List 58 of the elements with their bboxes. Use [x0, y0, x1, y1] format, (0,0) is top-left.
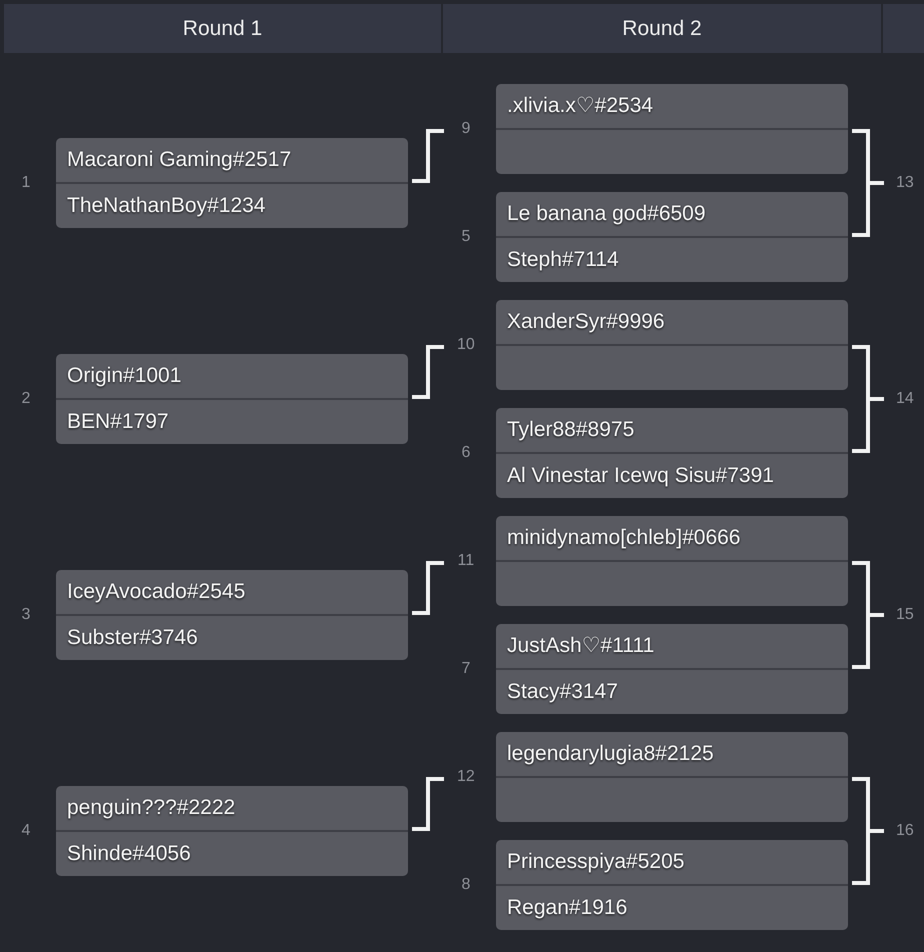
match-card [56, 570, 408, 660]
match-number: 4 [22, 822, 30, 840]
match-number: 14 [896, 390, 914, 408]
match-card [496, 624, 848, 714]
player-name: XanderSyr#9996 [507, 310, 665, 334]
match-number: 13 [896, 174, 914, 192]
match-number: 6 [462, 444, 470, 462]
player-name: legendarylugia8#2125 [507, 742, 714, 766]
match-number: 15 [896, 606, 914, 624]
match-card [56, 138, 408, 228]
match-number: 1 [22, 174, 30, 192]
player-name: penguin???#2222 [67, 796, 236, 820]
player-name: TheNathanBoy#1234 [67, 194, 266, 218]
player-name: Macaroni Gaming#2517 [67, 148, 292, 172]
match-number: 8 [462, 876, 470, 894]
player-name: Tyler88#8975 [507, 418, 634, 442]
match-number: 12 [457, 768, 475, 786]
match-card [496, 300, 848, 390]
player-name: Al Vinestar Icewq Sisu#7391 [507, 464, 774, 488]
match-card [496, 84, 848, 174]
player-name: IceyAvocado#2545 [67, 580, 246, 604]
match-number: 16 [896, 822, 914, 840]
bracket-line [850, 129, 886, 237]
player-name: Regan#1916 [507, 896, 628, 920]
player-name: BEN#1797 [67, 410, 169, 434]
match-number: 10 [457, 336, 475, 354]
player-name: Stacy#3147 [507, 680, 618, 704]
player-name: Origin#1001 [67, 364, 182, 388]
bracket-line [412, 777, 444, 831]
match-number: 5 [462, 228, 470, 246]
player-name: JustAsh♡#1111 [507, 634, 654, 658]
match-number: 2 [22, 390, 30, 408]
match-number: 11 [458, 552, 474, 570]
match-card [496, 516, 848, 606]
match-card [56, 354, 408, 444]
bracket-line [850, 345, 886, 453]
player-name: Princesspiya#5205 [507, 850, 684, 874]
match-card [496, 732, 848, 822]
round-header: Round 2 [443, 4, 881, 53]
player-name: minidynamo[chleb]#0666 [507, 526, 740, 550]
player-name: .xlivia.x♡#2534 [507, 94, 654, 118]
player-name: Shinde#4056 [67, 842, 191, 866]
match-card [56, 786, 408, 876]
match-number: 9 [462, 120, 470, 138]
player-name: Subster#3746 [67, 626, 198, 650]
bracket-line [850, 777, 886, 885]
bracket-line [412, 345, 444, 399]
bracket-line [850, 561, 886, 669]
match-card [496, 408, 848, 498]
match-card [496, 840, 848, 930]
match-number: 3 [22, 606, 30, 624]
player-name: Steph#7114 [507, 248, 619, 272]
match-card [496, 192, 848, 282]
round-header: Round 1 [4, 4, 441, 53]
bracket-line [412, 561, 444, 615]
match-number: 7 [462, 660, 470, 678]
bracket-line [412, 129, 444, 183]
player-name: Le banana god#6509 [507, 202, 706, 226]
